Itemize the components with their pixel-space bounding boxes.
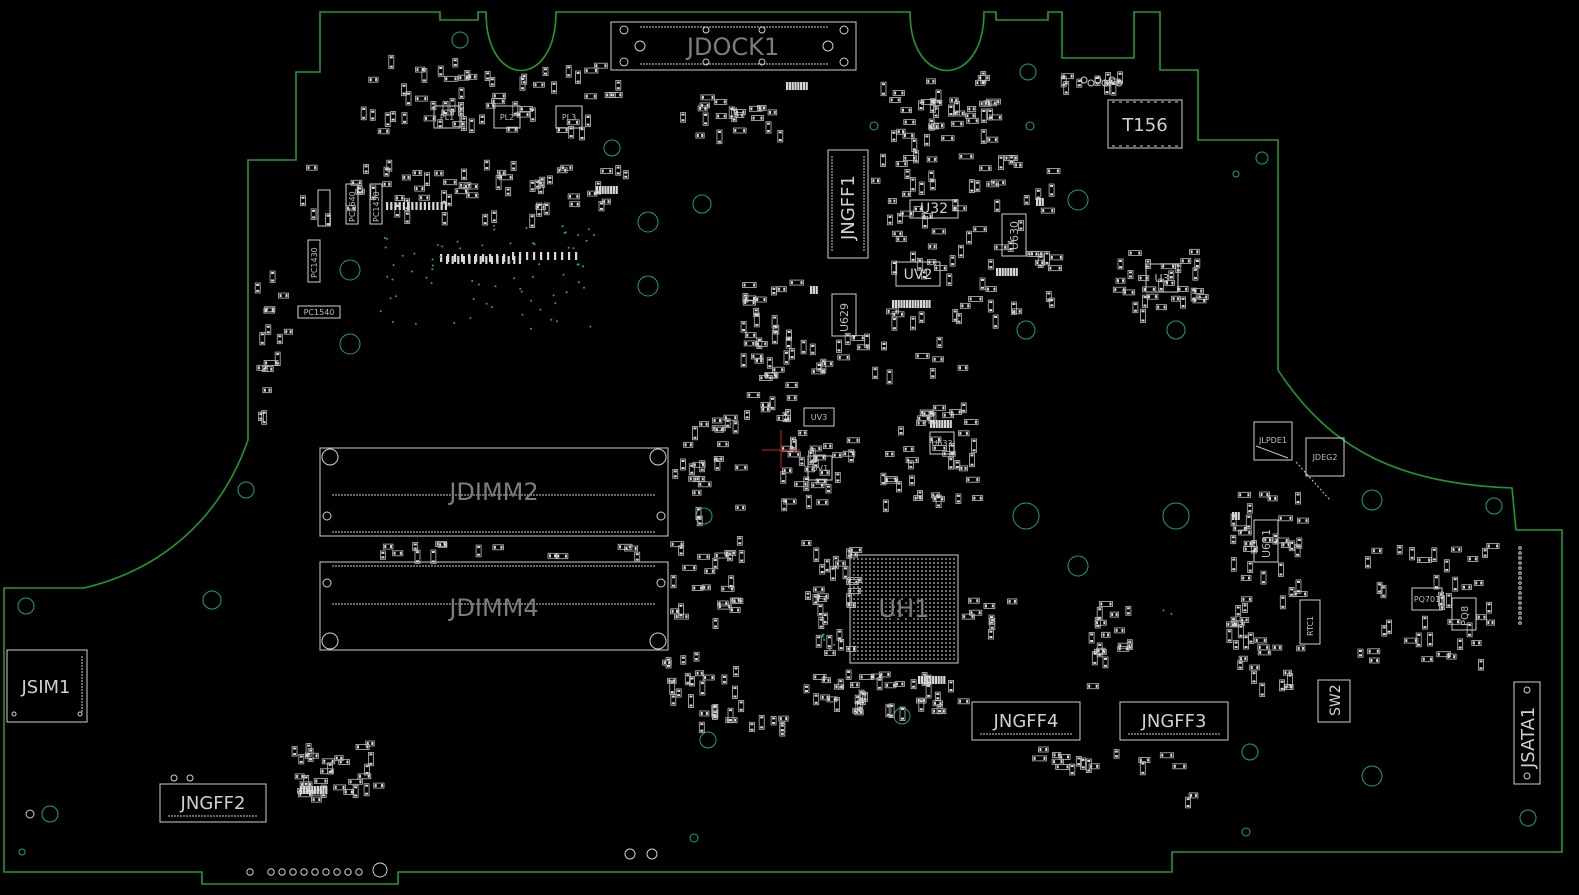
rtc1-label: RTC1 bbox=[1306, 616, 1315, 636]
u32-chip[interactable]: U32 bbox=[909, 199, 959, 219]
jlpde1-connector[interactable]: JLPDE1 bbox=[1253, 421, 1293, 461]
rtc1-battery[interactable]: RTC1 bbox=[1299, 599, 1321, 645]
jsata1-label: JSATA1 bbox=[1518, 707, 1539, 769]
pc1430-capacitor[interactable]: PC1430 bbox=[307, 239, 321, 283]
jsim1-label: JSIM1 bbox=[20, 677, 70, 698]
pq8-mosfet[interactable]: PQ8 bbox=[1451, 597, 1477, 631]
pc1430b-label: PC1430 bbox=[372, 191, 381, 222]
jdeg2-connector[interactable]: JDEG2 bbox=[1295, 437, 1345, 501]
u629-chip[interactable]: U629 bbox=[831, 293, 857, 337]
pq701-mosfet[interactable]: PQ701 bbox=[1411, 587, 1443, 611]
uh1-label: UH1 bbox=[879, 595, 930, 623]
u630-label: U630 bbox=[1008, 221, 1021, 250]
cursor-crosshair bbox=[762, 430, 800, 468]
jlpde1-label: JLPDE1 bbox=[1258, 436, 1287, 445]
u633-label: U633 bbox=[931, 439, 952, 448]
jdimm4-connector[interactable]: JDIMM4 bbox=[319, 561, 669, 651]
pl1-label: PL1 bbox=[440, 113, 454, 122]
u629-label: U629 bbox=[838, 303, 851, 332]
pc1430b-capacitor[interactable]: PC1430 bbox=[369, 183, 383, 225]
uh1-cpu[interactable]: UH1 bbox=[849, 554, 959, 664]
via-field bbox=[25, 76, 1522, 878]
pq701-label: PQ701 bbox=[1414, 595, 1440, 604]
u32-label: U32 bbox=[920, 201, 948, 217]
uv3-chip[interactable]: UV3 bbox=[803, 407, 835, 427]
jngff3-connector[interactable]: JNGFF3 bbox=[1119, 701, 1229, 741]
pc1540-capacitor[interactable]: PC1540 bbox=[297, 305, 341, 319]
u633-chip[interactable]: U633 bbox=[929, 431, 955, 455]
sw2-label: SW2 bbox=[1328, 684, 1344, 716]
uv2-label: UV2 bbox=[904, 267, 933, 283]
uv1-chip[interactable]: UV1 bbox=[807, 455, 833, 481]
passive-components bbox=[254, 54, 1500, 809]
jngff2-connector[interactable]: JNGFF2 bbox=[159, 774, 267, 823]
jngff1-connector[interactable]: JNGFF1 bbox=[827, 149, 869, 259]
u3-label: U3 bbox=[1154, 272, 1169, 285]
pc1540-label: PC1540 bbox=[304, 308, 335, 317]
pc1640-capacitor[interactable]: PC1640 bbox=[345, 183, 359, 225]
t156-transformer[interactable]: T156 bbox=[1107, 99, 1183, 149]
jngff3-label: JNGFF3 bbox=[1141, 711, 1207, 732]
pl2-label: PL2 bbox=[500, 113, 514, 122]
jsim1-connector[interactable]: JSIM1 bbox=[6, 649, 88, 723]
uv3-label: UV3 bbox=[811, 413, 827, 422]
t156-label: T156 bbox=[1121, 115, 1167, 136]
jdock1-label: JDOCK1 bbox=[685, 33, 779, 61]
pq8-label: PQ8 bbox=[1460, 606, 1471, 626]
jdeg2-label: JDEG2 bbox=[1312, 453, 1338, 462]
jngff2-label: JNGFF2 bbox=[180, 793, 246, 814]
jsata1-connector[interactable]: JSATA1 bbox=[1513, 681, 1541, 785]
pc1640-label: PC1640 bbox=[348, 191, 357, 222]
jdock1-connector[interactable]: JDOCK1 bbox=[610, 21, 857, 71]
pl3-label: PL3 bbox=[562, 113, 576, 122]
jdimm2-connector[interactable]: JDIMM2 bbox=[319, 447, 669, 537]
uv1-label: UV1 bbox=[812, 464, 828, 473]
board-outline bbox=[3, 11, 1563, 885]
sw2-switch[interactable]: SW2 bbox=[1317, 679, 1351, 723]
uv2-chip[interactable]: UV2 bbox=[895, 261, 941, 287]
jngff1-label: JNGFF1 bbox=[838, 175, 859, 241]
jdimm4-label: JDIMM4 bbox=[447, 594, 538, 622]
pc1430-label: PC1430 bbox=[310, 247, 319, 278]
jdimm2-label: JDIMM2 bbox=[447, 478, 538, 506]
mounting-holes bbox=[17, 31, 1537, 856]
jngff4-connector[interactable]: JNGFF4 bbox=[971, 701, 1081, 741]
jngff4-label: JNGFF4 bbox=[993, 711, 1059, 732]
u631-label: U631 bbox=[1260, 529, 1273, 558]
